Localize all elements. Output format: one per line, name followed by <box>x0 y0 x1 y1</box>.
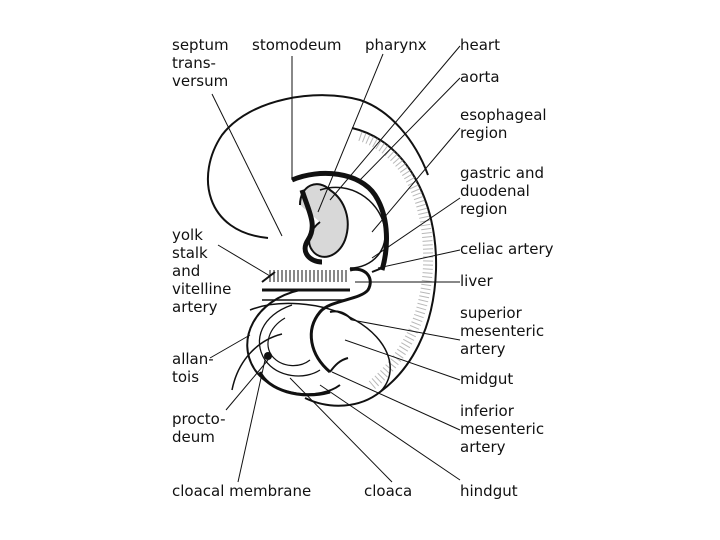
label-septum-transversum: septum trans- versum <box>172 36 229 90</box>
label-superior-mesenteric-artery: superior mesenteric artery <box>460 304 545 358</box>
sup-mesenteric-branch <box>329 310 353 321</box>
embryo-inner-outline <box>249 302 391 393</box>
label-inferior-mesenteric-artery: inferior mesenteric artery <box>460 402 545 456</box>
label-hindgut: hindgut <box>460 482 518 500</box>
label-midgut: midgut <box>460 370 514 388</box>
leader-lines <box>209 45 461 483</box>
label-heart: heart <box>460 36 500 54</box>
cloaca-mark <box>264 352 272 360</box>
dorsal-stipple <box>358 131 434 389</box>
label-allantois: allan- tois <box>172 350 214 386</box>
tail-inner <box>258 304 321 377</box>
label-pharynx: pharynx <box>365 36 427 54</box>
hindgut-tube <box>258 371 331 397</box>
label-cloaca: cloaca <box>364 482 413 500</box>
label-esophageal-region: esophageal region <box>460 106 547 142</box>
allantois-outline <box>231 333 283 391</box>
label-gastric-duodenal-region: gastric and duodenal region <box>460 164 544 218</box>
yolk-stalk-line-3 <box>261 271 276 283</box>
tail-inner2 <box>267 317 311 367</box>
celiac-branch <box>371 267 383 273</box>
label-yolk-stalk: yolk stalk and vitelline artery <box>172 226 232 316</box>
inf-mesenteric-branch <box>329 357 349 373</box>
label-stomodeum: stomodeum <box>252 36 342 54</box>
septum-block <box>269 270 347 282</box>
label-cloacal-membrane: cloacal membrane <box>172 482 312 500</box>
heart-vessel <box>299 189 323 265</box>
label-liver: liver <box>460 272 493 290</box>
gut-tube <box>309 267 372 374</box>
label-celiac-artery: celiac artery <box>460 240 554 258</box>
label-aorta: aorta <box>460 68 500 86</box>
label-proctodeum: procto- deum <box>172 410 226 446</box>
